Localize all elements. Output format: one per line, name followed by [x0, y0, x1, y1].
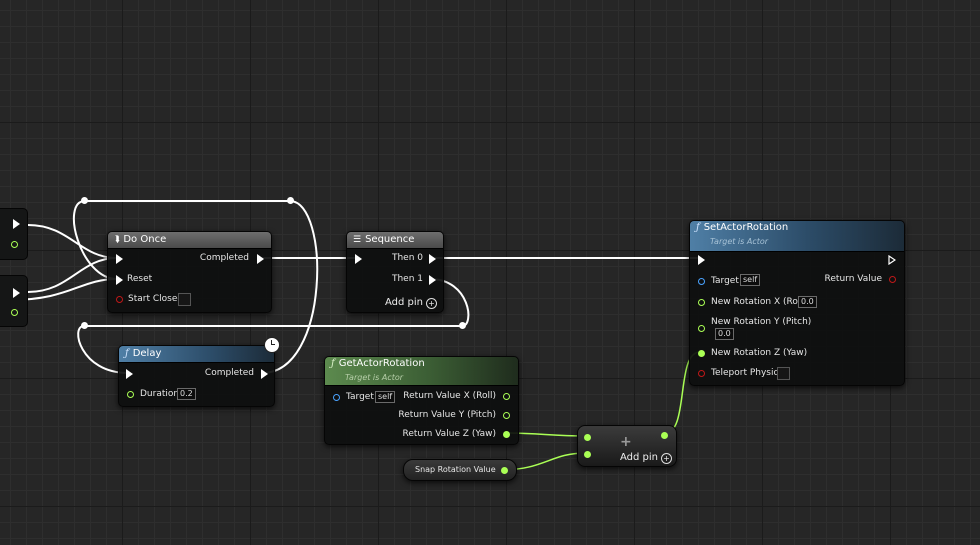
- add-pin-label: Add pin: [384, 297, 423, 308]
- bool-in-pin[interactable]: [116, 296, 123, 303]
- branch-icon: ⮯: [114, 235, 120, 245]
- rot-x-input[interactable]: 0.0: [798, 296, 817, 308]
- add-pin-label: Add pin: [620, 452, 659, 463]
- exec-in-pin[interactable]: [355, 254, 362, 264]
- plus-circle-icon: +: [661, 453, 673, 464]
- add-pin-button[interactable]: Add pin+: [620, 452, 673, 464]
- completed-label: Completed: [199, 253, 249, 263]
- reroute-node[interactable]: [287, 197, 294, 204]
- do-once-node[interactable]: ⮯Do Once Reset Start Closed Completed: [107, 231, 272, 313]
- target-input[interactable]: self: [740, 274, 761, 286]
- snap-rotation-value-variable[interactable]: Snap Rotation Value: [403, 459, 517, 481]
- exec-in-pin[interactable]: [116, 254, 123, 264]
- node-header: ⮯Do Once: [108, 232, 271, 249]
- add-input-a-pin[interactable]: [584, 434, 591, 441]
- plus-circle-icon: +: [426, 298, 437, 309]
- sequence-node[interactable]: ☰Sequence Then 0 Then 1 Add pin+: [346, 231, 444, 313]
- target-label: Target: [711, 276, 739, 286]
- duration-input[interactable]: 0.2: [177, 388, 196, 400]
- exec-out-pin[interactable]: [257, 254, 264, 264]
- return-x-label: Return Value X (Roll): [403, 391, 496, 401]
- node-title: Do Once: [123, 234, 167, 245]
- return-value-label: Return Value: [824, 274, 882, 284]
- exec-out-pin[interactable]: [13, 288, 20, 298]
- exec-wire: [27, 257, 118, 293]
- function-icon: ƒ: [125, 348, 129, 359]
- float-out-pin[interactable]: [11, 309, 18, 316]
- then0-pin[interactable]: [429, 254, 436, 264]
- reroute-node[interactable]: [459, 322, 466, 329]
- duration-pin[interactable]: [127, 391, 134, 398]
- target-label: Target: [346, 392, 374, 402]
- duration-label: Duration: [140, 389, 180, 399]
- start-closed-checkbox[interactable]: [178, 293, 191, 306]
- add-symbol: +: [620, 434, 632, 450]
- reset-pin[interactable]: [116, 275, 123, 285]
- node-title: GetActorRotation: [338, 358, 425, 369]
- then0-label: Then 0: [391, 253, 423, 263]
- rot-z-pin[interactable]: [698, 350, 705, 357]
- node-header: ☰Sequence: [347, 232, 443, 249]
- rot-z-label: New Rotation Z (Yaw): [711, 348, 808, 358]
- reset-label: Reset: [127, 274, 153, 284]
- clock-icon: [264, 337, 280, 353]
- return-z-label: Return Value Z (Yaw): [402, 429, 497, 439]
- float-out-pin[interactable]: [11, 241, 18, 248]
- node-subtitle: Target is Actor: [345, 373, 404, 382]
- target-pin[interactable]: [333, 394, 340, 401]
- offscreen-node-1[interactable]: [0, 208, 28, 260]
- return-y-label: Return Value Y (Pitch): [398, 410, 496, 420]
- function-icon: ƒ: [331, 358, 335, 369]
- return-y-pin[interactable]: [503, 412, 510, 419]
- rot-y-pin[interactable]: [698, 325, 705, 332]
- offscreen-node-2[interactable]: [0, 275, 28, 327]
- exec-out-pin[interactable]: [13, 219, 20, 229]
- function-icon: ƒ: [696, 222, 700, 233]
- exec-out-pin[interactable]: [261, 369, 268, 379]
- return-x-pin[interactable]: [503, 393, 510, 400]
- node-title: Delay: [132, 348, 162, 359]
- start-closed-label: Start Closed: [128, 294, 184, 304]
- exec-in-pin[interactable]: [698, 255, 705, 265]
- target-input[interactable]: self: [375, 391, 396, 403]
- target-pin[interactable]: [698, 278, 705, 285]
- variable-out-pin[interactable]: [501, 467, 508, 474]
- variable-label: Snap Rotation Value: [415, 465, 496, 474]
- then1-label: Then 1: [391, 274, 423, 284]
- rot-y-input[interactable]: 0.0: [715, 328, 734, 340]
- then1-pin[interactable]: [429, 275, 436, 285]
- return-z-pin[interactable]: [503, 431, 510, 438]
- rot-x-label: New Rotation X (Roll): [711, 297, 807, 307]
- exec-wire: [27, 224, 118, 259]
- return-value-pin[interactable]: [889, 276, 896, 283]
- exec-out-pin[interactable]: [888, 255, 896, 265]
- exec-in-pin[interactable]: [126, 369, 133, 379]
- sequence-icon: ☰: [353, 235, 362, 245]
- add-input-b-pin[interactable]: [584, 451, 591, 458]
- rot-y-label: New Rotation Y (Pitch): [711, 317, 812, 327]
- add-float-node[interactable]: + Add pin+: [577, 425, 677, 467]
- reroute-node[interactable]: [81, 197, 88, 204]
- node-title: Sequence: [365, 234, 415, 245]
- teleport-label: Teleport Physics: [711, 368, 784, 378]
- add-output-pin[interactable]: [661, 432, 668, 439]
- reroute-node[interactable]: [81, 322, 88, 329]
- node-title: SetActorRotation: [703, 222, 789, 233]
- teleport-pin[interactable]: [698, 370, 705, 377]
- teleport-checkbox[interactable]: [777, 367, 790, 380]
- add-pin-button[interactable]: Add pin+: [385, 297, 437, 309]
- rot-x-pin[interactable]: [698, 299, 705, 306]
- completed-label: Completed: [204, 368, 254, 378]
- node-subtitle: Target is Actor: [710, 237, 769, 246]
